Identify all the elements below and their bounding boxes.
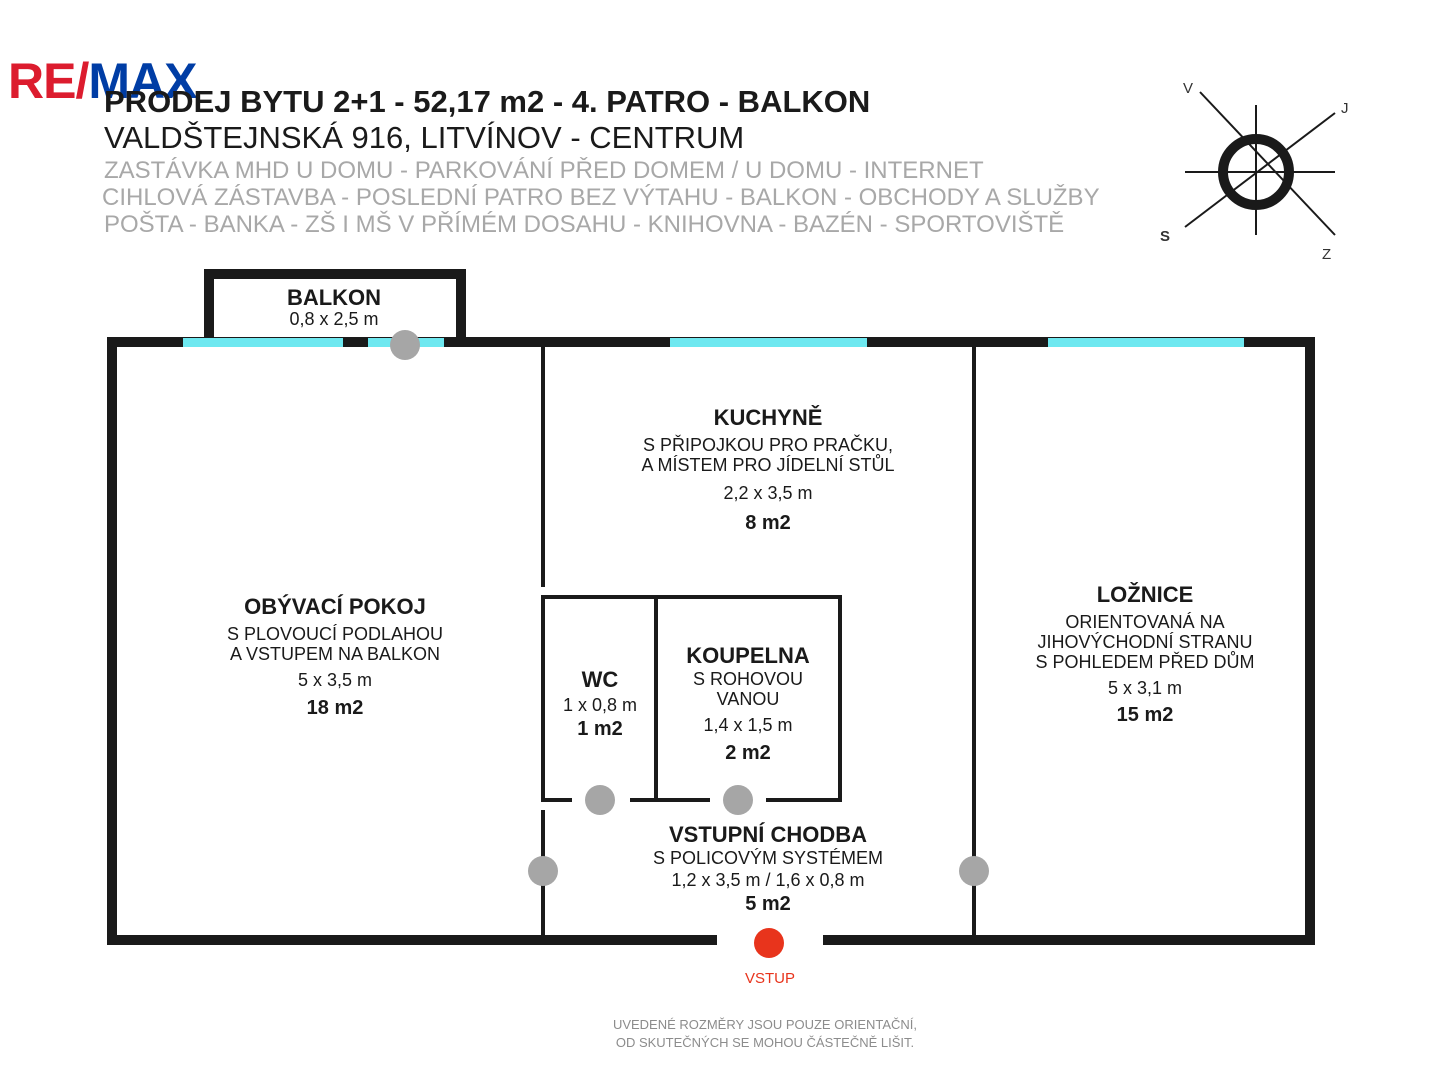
room-wc: WC 1 x 0,8 m 1 m2	[548, 667, 652, 740]
compass-label-west: Z	[1322, 246, 1332, 263]
room-dims: 5 x 3,5 m	[297, 669, 373, 690]
feature-line: CIHLOVÁ ZÁSTAVBA - POSLEDNÍ PATRO BEZ VÝ…	[102, 184, 1100, 211]
room-desc: JIHOVÝCHODNÍ STRANU	[1037, 631, 1253, 652]
room-desc: A VSTUPEM NA BALKON	[229, 643, 441, 664]
feature-line: ZASTÁVKA MHD U DOMU - PARKOVÁNÍ PŘED DOM…	[104, 157, 984, 184]
room-dims: 2,2 x 3,5 m	[723, 482, 813, 503]
room-desc: S POHLEDEM PŘED DŮM	[1035, 651, 1255, 672]
room-dims: 5 x 3,1 m	[1107, 677, 1183, 698]
room-desc: S POLICOVÝM SYSTÉMEM	[652, 848, 884, 869]
entrance-label: VSTUP	[744, 970, 795, 987]
window	[670, 338, 867, 347]
room-area: 5 m2	[745, 892, 791, 915]
room-name: BALKON	[286, 285, 382, 310]
listing-title: PRODEJ BYTU 2+1 - 52,17 m2 - 4. PATRO - …	[104, 84, 871, 119]
compass-label-south: J	[1341, 100, 1349, 117]
room-dims: 1 x 0,8 m	[562, 695, 638, 716]
compass-icon	[1184, 91, 1336, 236]
compass-label-north: S	[1160, 228, 1171, 245]
room-obyvaci-pokoj: OBÝVACÍ POKOJ S PLOVOUCÍ PODLAHOU A VSTU…	[185, 594, 485, 719]
window	[183, 338, 343, 347]
room-desc: ORIENTOVANÁ NA	[1065, 612, 1225, 633]
room-kuchyne: KUCHYNĚ S PŘIPOJKOU PRO PRAČKU, A MÍSTEM…	[568, 405, 968, 534]
door-marker	[959, 856, 989, 886]
room-vstupni-chodba: VSTUPNÍ CHODBA S POLICOVÝM SYSTÉMEM 1,2 …	[608, 822, 928, 915]
room-desc: S ROHOVOU	[692, 669, 803, 690]
listing-address: VALDŠTEJNSKÁ 916, LITVÍNOV - CENTRUM	[104, 120, 745, 155]
entrance-marker	[754, 928, 784, 958]
room-dims: 0,8 x 2,5 m	[289, 309, 379, 330]
remax-logo: RE/MAX	[8, 53, 197, 109]
room-name: VSTUPNÍ CHODBA	[668, 822, 867, 847]
room-name: LOŽNICE	[1096, 582, 1194, 607]
room-dims: 1,2 x 3,5 m / 1,6 x 0,8 m	[671, 869, 865, 890]
compass-label-east: V	[1183, 80, 1194, 97]
door-marker	[723, 785, 753, 815]
room-area: 1 m2	[577, 717, 623, 740]
window	[1048, 338, 1244, 347]
disclaimer-line: OD SKUTEČNÝCH SE MOHOU ČÁSTEČNĚ LIŠIT.	[615, 1034, 915, 1050]
room-area: 8 m2	[745, 511, 791, 534]
room-area: 18 m2	[306, 696, 364, 719]
room-area: 2 m2	[725, 741, 771, 764]
room-dims: 1,4 x 1,5 m	[703, 714, 793, 735]
room-name: OBÝVACÍ POKOJ	[244, 594, 426, 619]
room-koupelna: KOUPELNA S ROHOVOU VANOU 1,4 x 1,5 m 2 m…	[660, 643, 836, 764]
room-desc: S PŘIPOJKOU PRO PRAČKU,	[642, 435, 894, 456]
disclaimer: UVEDENÉ ROZMĚRY JSOU POUZE ORIENTAČNÍ, O…	[560, 1016, 970, 1051]
room-balkon: BALKON 0,8 x 2,5 m	[234, 285, 434, 330]
room-desc: VANOU	[716, 688, 780, 709]
feature-line: POŠTA - BANKA - ZŠ I MŠ V PŘÍMÉM DOSAHU …	[104, 211, 1065, 238]
disclaimer-line: UVEDENÉ ROZMĚRY JSOU POUZE ORIENTAČNÍ,	[612, 1017, 918, 1032]
room-desc: A MÍSTEM PRO JÍDELNÍ STŮL	[641, 454, 895, 475]
room-name: KUCHYNĚ	[713, 405, 823, 430]
room-loznice: LOŽNICE ORIENTOVANÁ NA JIHOVÝCHODNÍ STRA…	[995, 582, 1295, 727]
door-marker	[585, 785, 615, 815]
room-name: WC	[581, 667, 619, 692]
room-desc: S PLOVOUCÍ PODLAHOU	[226, 624, 444, 645]
door-marker	[390, 330, 420, 360]
door-marker	[528, 856, 558, 886]
balcony-wall	[204, 269, 466, 343]
room-area: 15 m2	[1116, 704, 1174, 727]
room-name: KOUPELNA	[686, 643, 810, 668]
